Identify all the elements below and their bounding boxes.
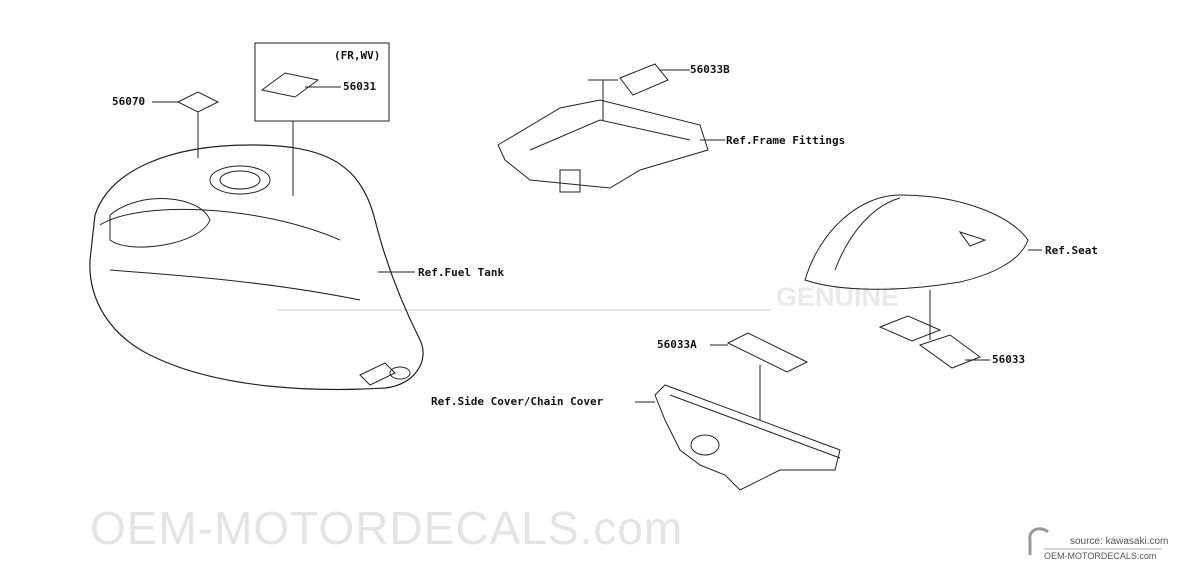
decal-56031 — [260, 72, 320, 98]
decal-56033-b — [918, 334, 982, 369]
ref-frame-fittings-label: Ref.Frame Fittings — [726, 134, 846, 147]
part-56070-label: 56070 — [112, 95, 146, 108]
watermark-genuine: GENUINE — [776, 282, 900, 312]
part-56033A-label: 56033A — [657, 338, 697, 351]
fuel-tank-drawing — [89, 144, 424, 391]
decal-56033A — [726, 332, 809, 373]
part-56033B-label: 56033B — [690, 63, 730, 76]
ref-side-cover-label: Ref.Side Cover/Chain Cover — [431, 395, 604, 408]
part-56033-label: 56033 — [992, 353, 1026, 366]
ref-fuel-tank-label: Ref.Fuel Tank — [418, 266, 505, 279]
part-56031-label: 56031 — [343, 80, 377, 93]
decal-56033B — [619, 63, 669, 96]
decal-56033-a — [878, 315, 942, 342]
variant-label: (FR,WV) — [334, 49, 381, 62]
source-credit: source: kawasaki.com — [1070, 536, 1169, 547]
decal-56070 — [176, 91, 220, 113]
watermark-text: OEM-MOTORDECALS.com — [90, 502, 684, 554]
site-credit: OEM-MOTORDECALS.com — [1044, 551, 1157, 561]
side-cover-drawing — [654, 384, 841, 491]
ref-seat-label: Ref.Seat — [1045, 244, 1098, 257]
seat-drawing — [804, 194, 1029, 290]
frame-fittings-drawing — [497, 99, 709, 193]
